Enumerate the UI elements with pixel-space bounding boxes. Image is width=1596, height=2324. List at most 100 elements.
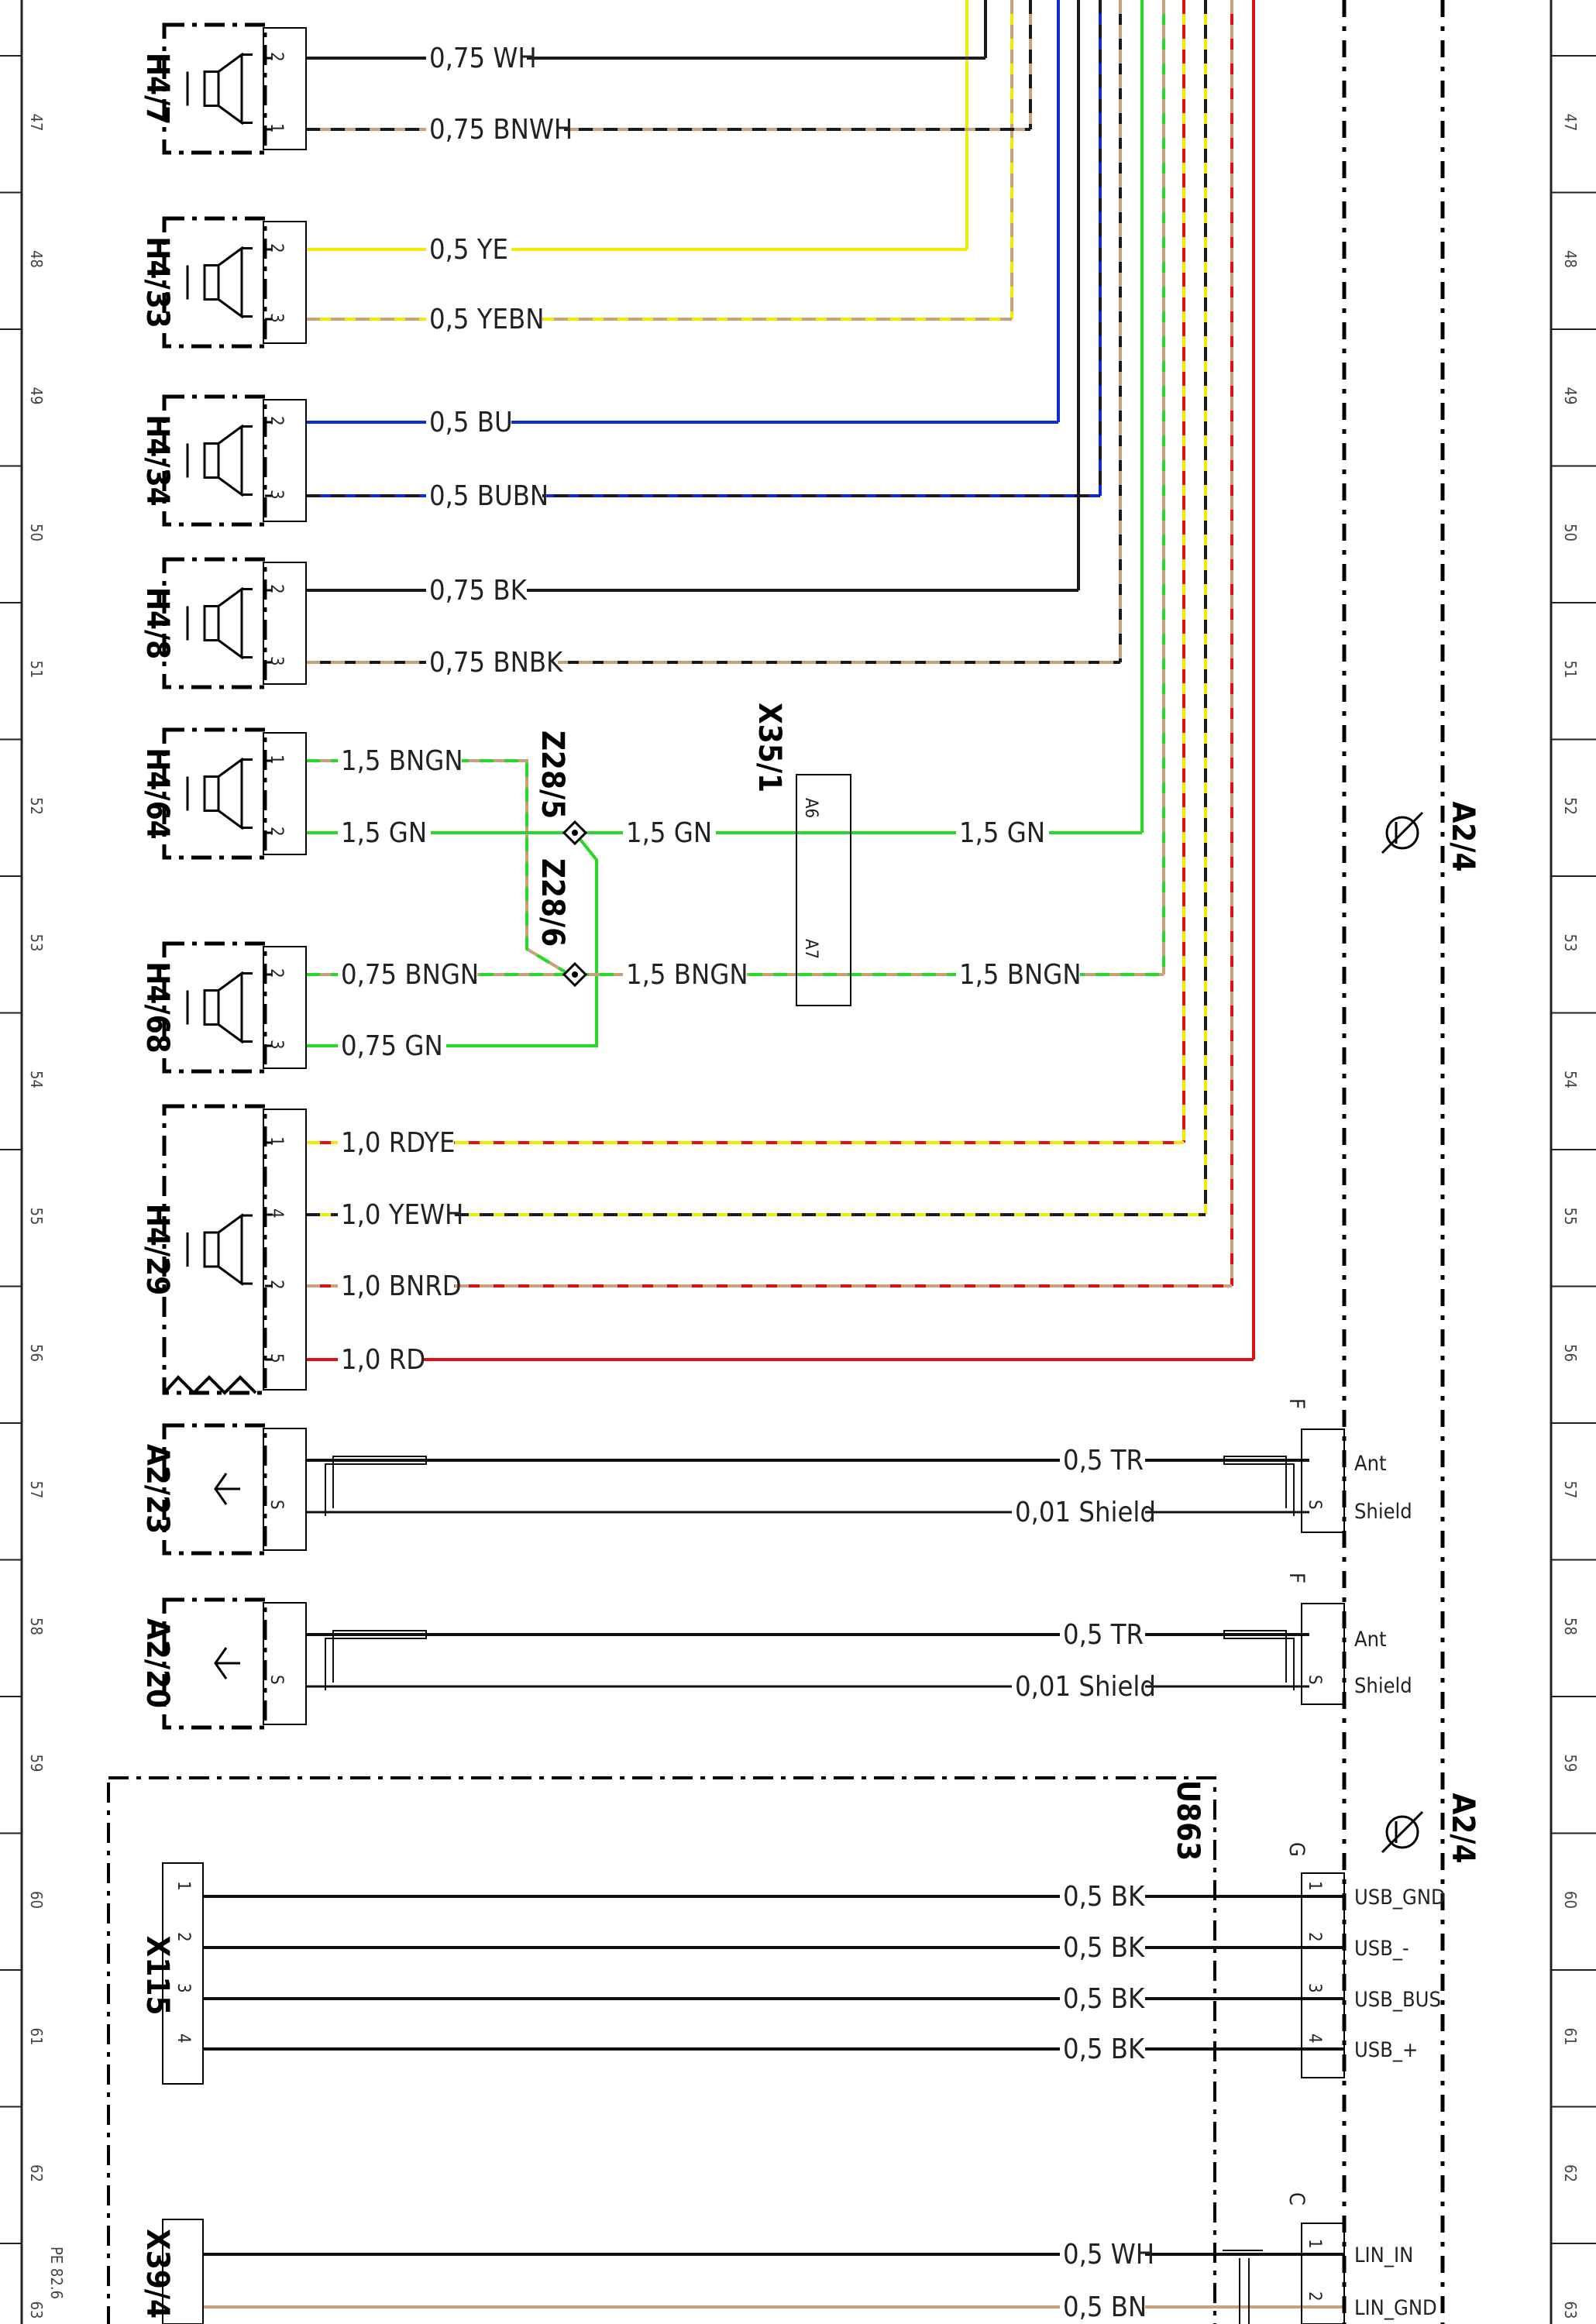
wire-label: 1,5 BNGN — [341, 745, 463, 777]
label-gap — [338, 1269, 454, 1303]
speaker-icon — [203, 989, 220, 1026]
component-label: H4/7 — [139, 53, 175, 125]
speaker-cone-edge — [242, 53, 253, 124]
connector-pin-label: LIN_GND — [1354, 2296, 1437, 2320]
antenna-icon — [214, 1647, 240, 1679]
row-label-right: 56 — [1561, 1344, 1580, 1362]
speaker-h4-7 — [162, 22, 307, 155]
wire-h4-68-gn — [306, 831, 598, 1047]
transistor-icon-lines — [1381, 1810, 1424, 1854]
row-label-right: 59 — [1561, 1755, 1580, 1772]
row-label-right: 58 — [1561, 1618, 1580, 1635]
label-gap — [1060, 2237, 1145, 2271]
module-u863-outline — [107, 1776, 1216, 2324]
row-label-right: 49 — [1561, 387, 1580, 405]
speaker-icon — [203, 442, 220, 479]
label-gap — [338, 1126, 454, 1160]
wire-label: 0,5 BK — [1063, 2033, 1145, 2065]
pin-number: 2 — [267, 827, 286, 837]
wire-label: 1,0 RDYE — [341, 1127, 455, 1159]
connector-housing — [263, 1602, 307, 1725]
speaker-icon — [203, 264, 220, 301]
label-gap — [1060, 1930, 1145, 1965]
component-label: X115 — [139, 1936, 175, 2016]
speaker-cone — [218, 52, 243, 125]
transistor-icon-lines — [1381, 811, 1424, 854]
pin-number: 3 — [267, 1040, 286, 1050]
row-label-left: 54 — [27, 1071, 46, 1088]
pin-number: 1 — [267, 123, 286, 133]
wire-label: 0,75 BNGN — [341, 959, 479, 991]
wire-label: 0,75 BNBK — [429, 647, 563, 679]
row-label-right: 51 — [1561, 661, 1580, 679]
pin-number: 3 — [267, 313, 286, 323]
component-outline — [162, 394, 267, 527]
component-outline — [162, 1423, 267, 1556]
wire-label: 1,5 GN — [341, 817, 427, 849]
connector-pin-label: LIN_IN — [1354, 2243, 1413, 2267]
speaker-icon — [203, 605, 220, 641]
connector-housing — [263, 732, 307, 855]
label-gap — [338, 816, 431, 850]
component-outline — [162, 22, 267, 155]
pin-number: 2 — [174, 1932, 193, 1942]
connector-housing-right — [1301, 1872, 1345, 2078]
row-label-right: 47 — [1561, 114, 1580, 132]
speaker-cone-edge — [242, 588, 253, 658]
label-gap — [623, 816, 716, 850]
speaker-h4-29 — [162, 1104, 307, 1395]
speaker-cone — [218, 424, 243, 497]
component-label: Z28/5 — [535, 731, 570, 819]
pin-number: 3 — [267, 656, 286, 666]
wire-label: 0,5 BUBN — [429, 480, 549, 512]
antenna-icon — [214, 1473, 240, 1505]
pin-number: S — [267, 1500, 286, 1510]
wire-label: 0,5 YEBN — [429, 304, 544, 335]
row-label-left: 59 — [27, 1755, 46, 1772]
connector-pin-label: USB_- — [1354, 1937, 1409, 1961]
label-gap — [426, 645, 558, 679]
pin-number: 1 — [267, 1136, 286, 1147]
label-gap — [426, 479, 542, 513]
label-gap — [338, 1342, 423, 1377]
label-gap — [623, 957, 747, 992]
row-label-left: 60 — [27, 1891, 46, 1909]
component-label: Z28/6 — [535, 858, 570, 947]
pin-number: 2 — [267, 52, 286, 62]
speaker-cone-edge — [242, 758, 253, 829]
speaker-h4-8 — [162, 557, 307, 689]
pin-number: 2 — [267, 1280, 286, 1290]
pin-number: 5 — [267, 1353, 286, 1363]
row-label-left: 58 — [27, 1618, 46, 1635]
wire-label: 0,5 BK — [1063, 1932, 1145, 1964]
speaker-h4-64 — [162, 727, 307, 860]
pin-number: 1 — [1305, 1881, 1324, 1891]
label-gap — [1060, 2290, 1145, 2324]
vertical-wire-bundle — [965, 0, 1255, 1360]
pin-number: S — [267, 1675, 286, 1685]
pin-number: 3 — [1305, 1983, 1324, 1993]
connector-housing-right — [1301, 2223, 1345, 2324]
speaker-cone — [218, 757, 243, 830]
label-gap — [956, 957, 1080, 992]
component-label: H4/68 — [139, 961, 175, 1053]
label-gap — [338, 957, 477, 992]
label-gap — [956, 816, 1049, 850]
component-label: A2/4 — [1445, 1793, 1481, 1863]
pin-number: A6 — [801, 798, 820, 818]
shield-loop — [1223, 1630, 1295, 1690]
connector-x35-1 — [796, 774, 851, 1006]
wire-label: 0,5 TR — [1063, 1619, 1144, 1651]
component-label: A2/20 — [139, 1618, 175, 1708]
connector-housing — [263, 399, 307, 522]
antenna-a2-20 — [162, 1597, 307, 1730]
row-label-left: 49 — [27, 387, 46, 405]
horizontal-wires — [203, 57, 1344, 2324]
connector-x115 — [162, 1862, 204, 2085]
wire-label: 0,5 YE — [429, 234, 508, 266]
connector-pin-label: USB_BUS — [1354, 1988, 1441, 2012]
speaker-cone — [218, 1213, 243, 1286]
shield-loop — [325, 1630, 427, 1690]
row-label-left: 56 — [27, 1344, 46, 1362]
